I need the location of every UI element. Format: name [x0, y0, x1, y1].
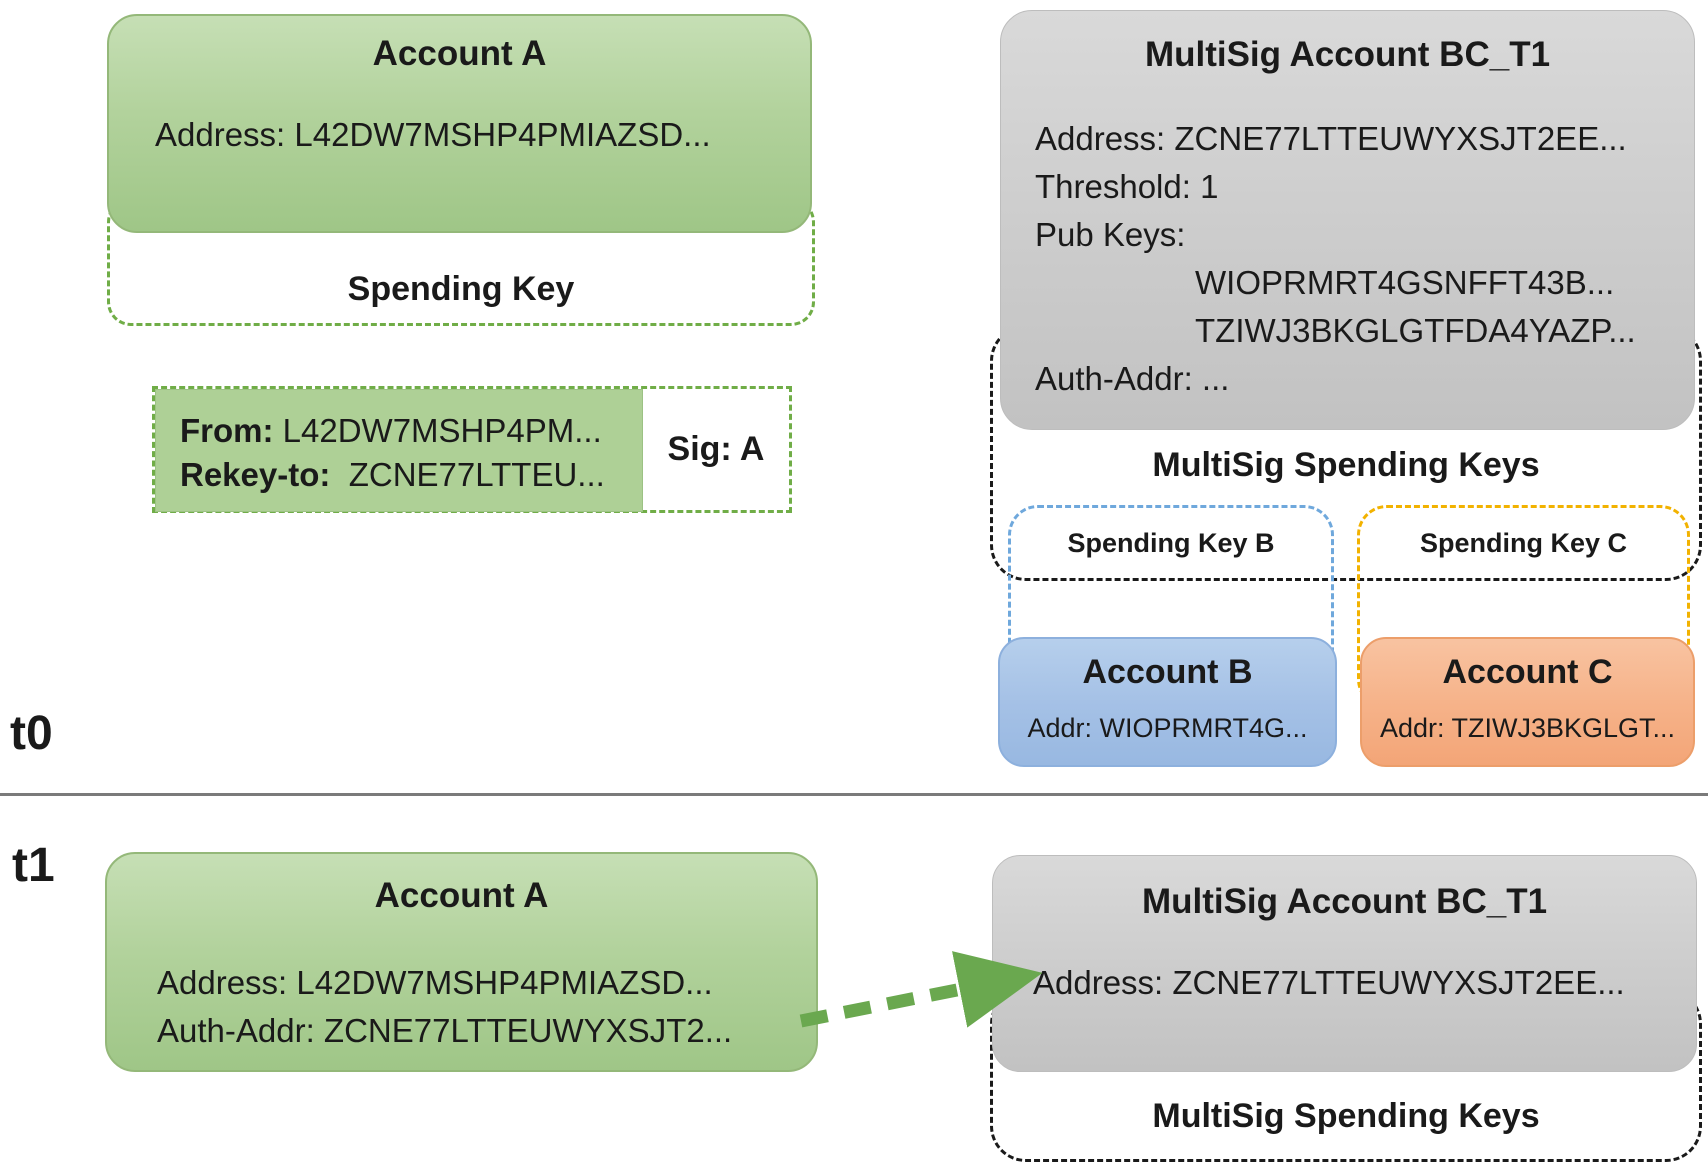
- account-a-t1-title: Account A: [374, 876, 549, 915]
- multisig-pubkeys-label: Pub Keys:: [1035, 216, 1186, 253]
- account-a-t0-box: Account A Address: L42DW7MSHP4PMIAZSD...: [107, 14, 812, 233]
- t1-label: t1: [12, 839, 55, 892]
- account-b-box: Account B Addr: WIOPRMRT4G...: [998, 637, 1337, 767]
- account-b-title: Account B: [1082, 653, 1253, 691]
- account-a-t0-address: Address: L42DW7MSHP4PMIAZSD...: [155, 116, 711, 153]
- multisig-spending-keys-t0-title: MultiSig Spending Keys: [1152, 446, 1540, 484]
- multisig-address: Address: ZCNE77LTTEUWYXSJT2EE...: [1035, 120, 1627, 157]
- txn-rekey-value: ZCNE77LTTEU...: [330, 456, 605, 493]
- multisig-threshold: Threshold: 1: [1035, 168, 1219, 205]
- multisig-account-t0-details: Address: ZCNE77LTTEUWYXSJT2EE... Thresho…: [1035, 115, 1678, 403]
- multisig-pubkey-1: WIOPRMRT4GSNFFT43B...: [1195, 264, 1615, 301]
- spending-key-c-label: Spending Key C: [1419, 528, 1628, 558]
- txn-from-value: L42DW7MSHP4PM...: [273, 412, 602, 449]
- rekey-transaction-fill: From: L42DW7MSHP4PM... Rekey-to: ZCNE77L…: [155, 389, 643, 512]
- txn-rekey-line: Rekey-to: ZCNE77LTTEU...: [180, 456, 605, 494]
- txn-signature: Sig: A: [667, 430, 765, 468]
- spending-key-b-label: Spending Key B: [1067, 528, 1275, 558]
- account-c-addr: Addr: TZIWJ3BKGLGT...: [1379, 713, 1676, 743]
- txn-from-label: From:: [180, 412, 274, 449]
- multisig-account-t1-address: Address: ZCNE77LTTEUWYXSJT2EE...: [1033, 964, 1625, 1001]
- spending-key-a-label: Spending Key: [347, 270, 575, 308]
- multisig-account-t1-title: MultiSig Account BC_T1: [1141, 882, 1548, 921]
- multisig-auth-addr: Auth-Addr: ...: [1035, 360, 1230, 397]
- account-c-title: Account C: [1442, 653, 1613, 691]
- rekey-arrow: [799, 951, 1043, 1028]
- multisig-account-t1-box: MultiSig Account BC_T1 Address: ZCNE77LT…: [992, 855, 1697, 1072]
- account-a-t1-box: Account A Address: L42DW7MSHP4PMIAZSD...…: [105, 852, 818, 1072]
- txn-rekey-label: Rekey-to:: [180, 456, 331, 493]
- timeline-divider: [0, 793, 1708, 796]
- account-c-box: Account C Addr: TZIWJ3BKGLGT...: [1360, 637, 1695, 767]
- account-a-t0-title: Account A: [372, 34, 547, 73]
- multisig-spending-keys-t1-title: MultiSig Spending Keys: [1152, 1097, 1540, 1135]
- multisig-account-t0-box: MultiSig Account BC_T1 Address: ZCNE77LT…: [1000, 10, 1695, 430]
- account-a-t1-address: Address: L42DW7MSHP4PMIAZSD...: [157, 964, 713, 1001]
- multisig-pubkey-2: TZIWJ3BKGLGTFDA4YAZP...: [1195, 312, 1636, 349]
- multisig-account-t0-title: MultiSig Account BC_T1: [1144, 35, 1551, 74]
- rekey-transaction-box: From: L42DW7MSHP4PM... Rekey-to: ZCNE77L…: [152, 386, 792, 513]
- t0-label: t0: [10, 707, 53, 760]
- account-b-addr: Addr: WIOPRMRT4G...: [1027, 713, 1308, 743]
- account-a-t1-auth-addr: Auth-Addr: ZCNE77LTTEUWYXSJT2...: [157, 1012, 733, 1049]
- txn-from-line: From: L42DW7MSHP4PM...: [180, 412, 602, 450]
